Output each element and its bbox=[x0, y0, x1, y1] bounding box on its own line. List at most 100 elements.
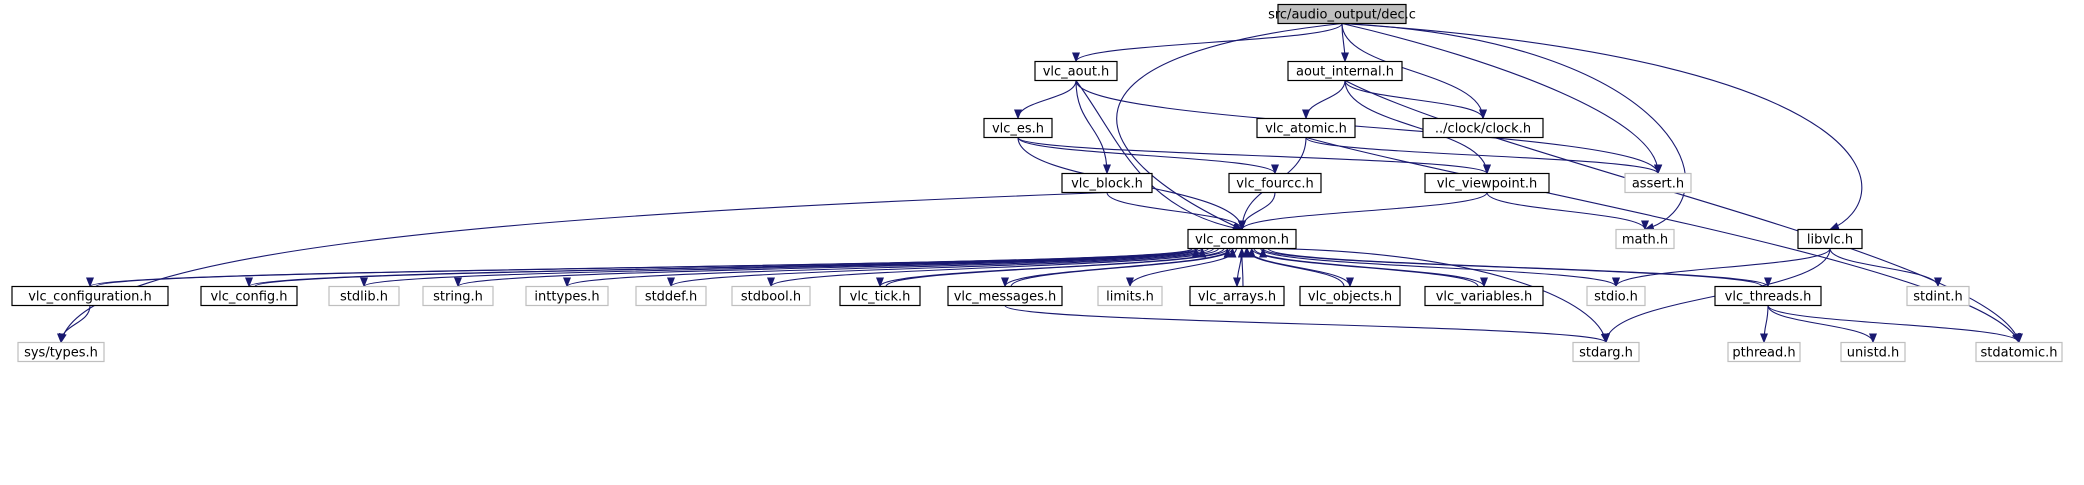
node-box bbox=[1189, 285, 1285, 307]
node-vlc-variables-h[interactable]: vlc_variables.h bbox=[1424, 285, 1544, 307]
node-stddef-h: stddef.h bbox=[635, 285, 707, 307]
edge-libvlc-h-to-stdio-h bbox=[1612, 248, 1831, 288]
node-box bbox=[1714, 285, 1822, 307]
node-box bbox=[1727, 341, 1801, 363]
edge-vlc-fourcc-h-to-vlc-common-h bbox=[1238, 192, 1276, 231]
edge-vlc-common-h-to-stdio-h bbox=[1260, 248, 1620, 288]
edge-vlc-common-h-to-string-h bbox=[454, 248, 1204, 288]
node-box bbox=[1424, 285, 1544, 307]
node-label: stdio.h bbox=[1594, 290, 1638, 305]
node-vlc-common-h[interactable]: vlc_common.h bbox=[1187, 228, 1297, 250]
node-stdint-h: stdint.h bbox=[1906, 285, 1970, 307]
node-stdarg-h: stdarg.h bbox=[1572, 341, 1640, 363]
edge-aout-internal-h-to-clock-h bbox=[1344, 80, 1487, 120]
node-limits-h: limits.h bbox=[1097, 285, 1163, 307]
node-box bbox=[1840, 341, 1906, 363]
node-vlc-objects-h[interactable]: vlc_objects.h bbox=[1299, 285, 1401, 307]
node-label: math.h bbox=[1622, 233, 1668, 248]
node-label: vlc_common.h bbox=[1195, 233, 1289, 248]
node-vlc-atomic-h[interactable]: vlc_atomic.h bbox=[1256, 117, 1356, 139]
node-label: limits.h bbox=[1106, 290, 1154, 305]
node-box bbox=[1424, 172, 1550, 194]
node-libvlc-h[interactable]: libvlc.h bbox=[1797, 228, 1863, 250]
edge-vlc-aout-h-to-assert-h bbox=[1075, 80, 1662, 175]
edge-vlc-common-h-to-stdarg-h bbox=[1260, 247, 1609, 344]
node-box bbox=[1624, 172, 1692, 194]
edge-vlc-tick-h-to-vlc-common-h bbox=[885, 247, 1232, 287]
node-box bbox=[1187, 228, 1297, 250]
edge-dec-c-to-math-h bbox=[1341, 22, 1687, 231]
edge-dec-c-to-vlc-aout-h bbox=[1072, 23, 1343, 63]
node-label: vlc_config.h bbox=[210, 290, 287, 305]
edge-vlc-messages-h-to-vlc-common-h bbox=[1010, 247, 1237, 287]
edge-vlc-atomic-h-to-assert-h bbox=[1305, 137, 1662, 175]
edge-vlc-aout-h-to-vlc-es-h bbox=[1014, 80, 1077, 120]
edge-vlc-es-h-to-vlc-fourcc-h bbox=[1017, 137, 1279, 175]
node-box bbox=[635, 285, 707, 307]
node-box bbox=[422, 285, 494, 307]
node-box bbox=[1422, 117, 1544, 139]
node-box bbox=[1615, 228, 1675, 250]
node-box bbox=[1061, 172, 1153, 194]
node-label: vlc_configuration.h bbox=[28, 290, 152, 305]
node-box bbox=[1287, 60, 1403, 82]
node-vlc-threads-h[interactable]: vlc_threads.h bbox=[1714, 285, 1822, 307]
edge-vlc-es-h-to-vlc-viewpoint-h bbox=[1017, 137, 1491, 175]
node-label: assert.h bbox=[1632, 177, 1684, 192]
node-unistd-h: unistd.h bbox=[1840, 341, 1906, 363]
edge-vlc-threads-h-to-vlc-common-h bbox=[1259, 247, 1763, 287]
nodes-layer: src/audio_output/dec.c vlc_aout.h aout_int… bbox=[11, 3, 2063, 363]
node-vlc-viewpoint-h[interactable]: vlc_viewpoint.h bbox=[1424, 172, 1550, 194]
node-label: unistd.h bbox=[1847, 346, 1900, 361]
node-vlc-arrays-h[interactable]: vlc_arrays.h bbox=[1189, 285, 1285, 307]
node-label: vlc_variables.h bbox=[1436, 290, 1533, 305]
node-sys-types-h: sys/types.h bbox=[17, 341, 105, 363]
node-label: stddef.h bbox=[645, 290, 697, 305]
edge-vlc-atomic-h-to-stdatomic-h bbox=[1305, 136, 2020, 344]
node-box bbox=[1228, 172, 1322, 194]
node-clock-h[interactable]: ../clock/clock.h bbox=[1422, 117, 1544, 139]
node-vlc-es-h[interactable]: vlc_es.h bbox=[983, 117, 1053, 139]
edge-vlc-aout-h-to-vlc-block-h bbox=[1075, 80, 1111, 175]
edge-vlc-threads-h-to-unistd-h bbox=[1767, 305, 1877, 344]
node-stdbool-h: stdbool.h bbox=[731, 285, 811, 307]
node-box bbox=[1097, 285, 1163, 307]
node-label: vlc_arrays.h bbox=[1198, 290, 1276, 305]
node-vlc-tick-h[interactable]: vlc_tick.h bbox=[839, 285, 921, 307]
node-label: ../clock/clock.h bbox=[1435, 122, 1531, 137]
node-box bbox=[731, 285, 811, 307]
node-dec-c[interactable]: src/audio_output/dec.c bbox=[1268, 3, 1416, 25]
node-label: vlc_fourcc.h bbox=[1236, 177, 1313, 192]
node-box bbox=[1572, 341, 1640, 363]
node-stdatomic-h: stdatomic.h bbox=[1975, 341, 2063, 363]
edge-vlc-common-h-to-stddef-h bbox=[667, 248, 1214, 288]
node-label: libvlc.h bbox=[1807, 233, 1853, 248]
node-vlc-messages-h[interactable]: vlc_messages.h bbox=[947, 285, 1063, 307]
edge-vlc-messages-h-to-stdarg-h bbox=[1004, 305, 1610, 344]
node-stdlib-h: stdlib.h bbox=[328, 285, 400, 307]
node-vlc-config-h[interactable]: vlc_config.h bbox=[200, 285, 298, 307]
node-box bbox=[525, 285, 609, 307]
node-box bbox=[983, 117, 1053, 139]
edge-vlc-aout-h-to-vlc-common-h bbox=[1075, 80, 1243, 232]
node-label: src/audio_output/dec.c bbox=[1268, 8, 1416, 23]
node-box bbox=[1277, 3, 1407, 25]
node-label: inttypes.h bbox=[534, 290, 599, 305]
node-vlc-configuration-h[interactable]: vlc_configuration.h bbox=[11, 285, 169, 307]
node-label: vlc_tick.h bbox=[850, 290, 911, 305]
node-label: vlc_threads.h bbox=[1725, 290, 1812, 305]
edge-aout-internal-h-to-stdatomic-h bbox=[1344, 80, 2021, 344]
edge-vlc-viewpoint-h-to-vlc-common-h bbox=[1238, 192, 1488, 231]
node-vlc-aout-h[interactable]: vlc_aout.h bbox=[1034, 60, 1118, 82]
node-box bbox=[947, 285, 1063, 307]
edge-vlc-threads-h-to-stdatomic-h bbox=[1767, 305, 2023, 344]
node-label: vlc_block.h bbox=[1071, 177, 1143, 192]
edge-aout-internal-h-to-vlc-atomic-h bbox=[1302, 80, 1346, 120]
node-aout-internal-h[interactable]: aout_internal.h bbox=[1287, 60, 1403, 82]
node-box bbox=[1797, 228, 1863, 250]
node-vlc-block-h[interactable]: vlc_block.h bbox=[1061, 172, 1153, 194]
node-label: pthread.h bbox=[1732, 346, 1795, 361]
edge-vlc-threads-h-to-pthread-h bbox=[1760, 305, 1769, 344]
edge-vlc-configuration-h-to-sys-types-h bbox=[57, 305, 91, 344]
node-vlc-fourcc-h[interactable]: vlc_fourcc.h bbox=[1228, 172, 1322, 194]
